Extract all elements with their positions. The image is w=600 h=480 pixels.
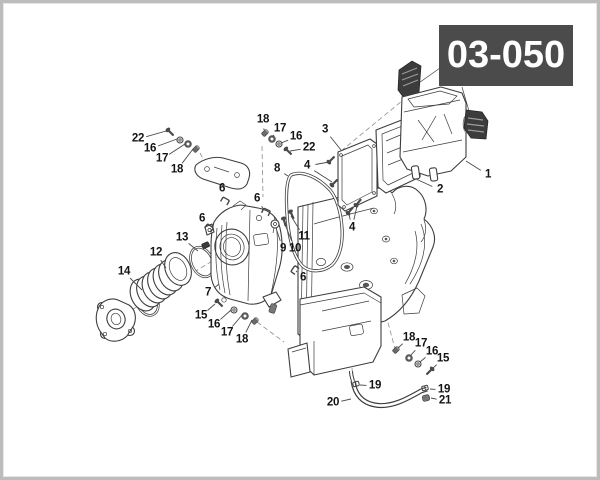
leader-line: [289, 148, 301, 152]
leader-line: [207, 303, 216, 311]
hose-cap-21: [422, 394, 430, 402]
leader-line: [188, 243, 199, 252]
grommet-17: [405, 354, 413, 362]
leader-line: [415, 178, 433, 187]
intake-snorkel-side: [463, 109, 489, 140]
rear-fender: [287, 185, 436, 378]
washer-16: [275, 140, 283, 148]
grommet-17: [268, 135, 276, 143]
leader-line: [410, 349, 416, 356]
section-code: 03-050: [446, 34, 566, 76]
leader-line: [431, 364, 438, 370]
leader-line: [341, 398, 352, 402]
leader-line: [348, 213, 351, 220]
leader-line: [430, 397, 437, 400]
leader-line: [290, 215, 300, 231]
filter-frame: [337, 138, 378, 212]
airbox-cover: [397, 60, 489, 182]
leader-line: [465, 160, 482, 171]
leader-line: [313, 170, 333, 183]
leader-line: [419, 357, 426, 363]
leader-line: [160, 259, 167, 269]
spacer-18: [191, 143, 202, 154]
leader-line: [329, 136, 342, 151]
fasteners: [164, 126, 436, 377]
leader-line: [146, 130, 167, 138]
grommet-17: [241, 312, 249, 320]
spring-clip-6: [219, 196, 231, 206]
leader-line: [129, 277, 143, 291]
leader-line: [220, 309, 232, 320]
leader-line: [397, 343, 404, 349]
leader-line: [261, 205, 265, 211]
screw-22: [164, 126, 176, 138]
leader-line: [207, 225, 209, 227]
screw-4: [325, 154, 337, 166]
leader-line: [315, 161, 330, 165]
leader-line: [168, 143, 186, 155]
leader-line: [275, 227, 281, 242]
leader-line: [214, 283, 220, 288]
washer-9: [270, 219, 280, 229]
leader-line: [280, 139, 289, 144]
grommet-17: [184, 140, 192, 148]
leader-line: [181, 148, 194, 164]
leader-line: [245, 319, 253, 333]
leader-line: [157, 138, 178, 147]
leader-line: [283, 173, 289, 177]
drain-hose: [349, 370, 430, 409]
screw-15: [213, 297, 225, 309]
leader-line: [353, 205, 358, 220]
washer-16: [230, 306, 238, 314]
mount-bracket: [194, 156, 251, 190]
leader-line: [295, 270, 298, 273]
gasket: [284, 171, 344, 273]
section-badge: 03-050: [439, 25, 573, 86]
leader-line: [271, 134, 275, 138]
leader-line: [283, 221, 293, 242]
intake-flange: [95, 298, 136, 342]
leader-lines: [129, 128, 482, 402]
airbox-base: [204, 200, 283, 314]
leader-line: [232, 314, 243, 327]
washer-16: [176, 136, 184, 144]
intake-duct-bellows: [129, 252, 192, 312]
spacer-18: [260, 127, 271, 138]
spacer-18: [250, 315, 261, 326]
